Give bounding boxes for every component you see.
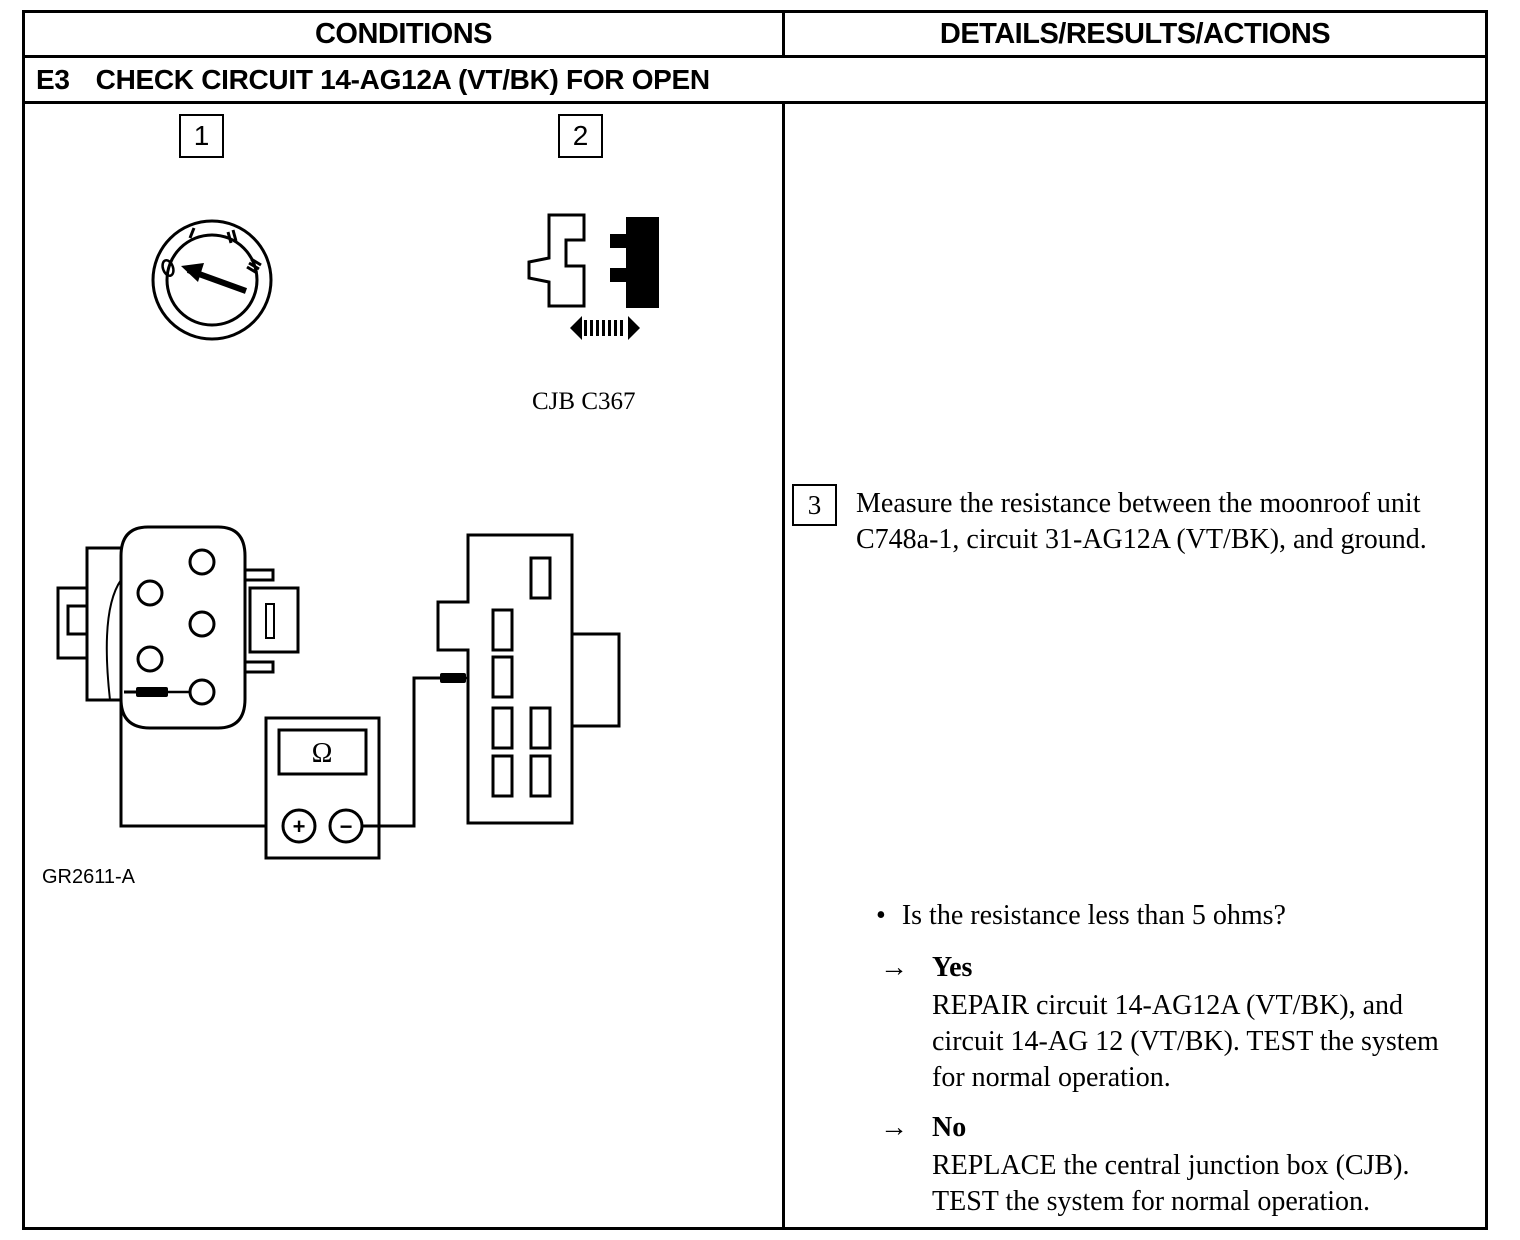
- step-2-box: 2: [558, 114, 603, 158]
- connector-disconnect-icon: [527, 213, 659, 340]
- ohmmeter-symbol: Ω: [312, 738, 333, 769]
- arrow-icon: →: [880, 1112, 908, 1143]
- step-1-box: 1: [179, 114, 224, 158]
- bullet-icon: •: [876, 900, 886, 931]
- conditions-header: CONDITIONS: [314, 17, 493, 50]
- ignition-switch-off-icon: [151, 219, 273, 341]
- no-action: REPLACE the central junction box (CJB). …: [932, 1150, 1410, 1217]
- header-divider: [22, 55, 1488, 58]
- column-divider-top: [782, 10, 785, 57]
- yes-action: REPAIR circuit 14-AG12A (VT/BK), and cir…: [932, 990, 1439, 1093]
- step-3-box: 3: [792, 484, 837, 526]
- ohmmeter-plus: +: [293, 814, 306, 839]
- ohmmeter: [264, 716, 381, 860]
- cjb-connector: [436, 533, 621, 825]
- section-heading: E3 CHECK CIRCUIT 14-AG12A (VT/BK) FOR OP…: [36, 58, 710, 102]
- section-divider: [22, 101, 1488, 104]
- moonroof-connector: [56, 525, 300, 730]
- arrow-icon: →: [880, 952, 908, 983]
- yes-label: Yes: [932, 952, 973, 983]
- table-frame: [22, 10, 1488, 1230]
- section-title: CHECK CIRCUIT 14-AG12A (VT/BK) FOR OPEN: [95, 64, 711, 95]
- connector-caption: CJB C367: [532, 388, 636, 415]
- column-divider-body: [782, 101, 785, 1230]
- details-header: DETAILS/RESULTS/ACTIONS: [939, 17, 1331, 50]
- section-code: E3: [36, 64, 70, 95]
- ohmmeter-minus: −: [340, 814, 353, 839]
- question: • Is the resistance less than 5 ohms?: [876, 900, 1286, 932]
- figure-id: GR2611-A: [42, 866, 136, 888]
- instruction-text: Measure the resistance between the moonr…: [856, 488, 1427, 555]
- question-text: Is the resistance less than 5 ohms?: [901, 900, 1286, 931]
- no-label: No: [932, 1112, 967, 1143]
